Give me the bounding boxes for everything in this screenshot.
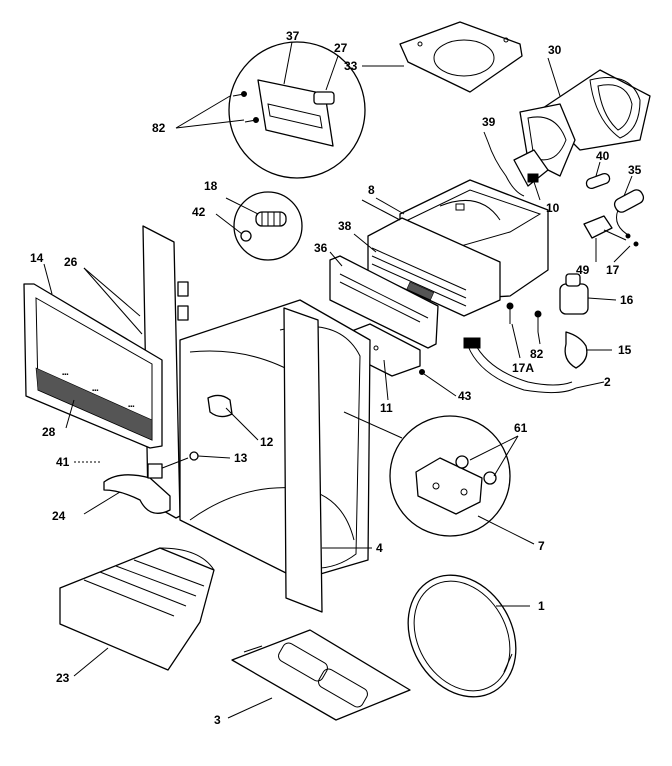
callout-40: 40 — [596, 149, 610, 163]
callout-37: 37 — [286, 29, 300, 43]
callout-30: 30 — [548, 43, 562, 57]
detail-circle-spring — [233, 191, 303, 261]
callout-27: 27 — [334, 41, 348, 55]
callout-labels: 1 2 3 4 7 8 10 11 12 13 14 15 16 17 17A … — [30, 29, 642, 727]
part-40-lamp — [585, 172, 611, 190]
callout-13: 13 — [234, 451, 248, 465]
svg-text:▪▪▪: ▪▪▪ — [62, 372, 68, 378]
callout-15: 15 — [618, 343, 632, 357]
callout-28: 28 — [42, 425, 56, 439]
callout-7: 7 — [538, 539, 545, 553]
part-35-lamp-socket — [613, 189, 645, 237]
svg-text:▪▪▪: ▪▪▪ — [128, 404, 134, 410]
svg-text:▪▪▪: ▪▪▪ — [92, 388, 98, 394]
part-1-hose — [407, 574, 517, 698]
part-30-air-duct — [519, 69, 651, 177]
callout-12: 12 — [260, 435, 274, 449]
callout-49: 49 — [576, 263, 590, 277]
part-14-front-panel: ▪▪▪ ▪▪▪ ▪▪▪ — [23, 283, 163, 449]
callout-82-b: 82 — [530, 347, 544, 361]
callout-42: 42 — [192, 205, 206, 219]
callout-24: 24 — [52, 509, 66, 523]
part-33-cover-plate — [399, 21, 523, 93]
callout-36: 36 — [314, 241, 328, 255]
callout-82-a: 82 — [152, 121, 166, 135]
callout-2: 2 — [604, 375, 611, 389]
part-3-plate — [231, 629, 411, 721]
callout-11: 11 — [380, 401, 393, 415]
callout-39: 39 — [482, 115, 496, 129]
callout-35: 35 — [628, 163, 642, 177]
callout-23: 23 — [56, 671, 70, 685]
callout-41: 41 — [56, 455, 70, 469]
callout-43: 43 — [458, 389, 472, 403]
callout-10: 10 — [546, 201, 560, 215]
callout-17-a: 17 — [606, 263, 620, 277]
part-39-wire-actuator — [487, 141, 549, 197]
part-12-actuator — [207, 394, 233, 418]
part-16-solenoid — [559, 273, 589, 315]
callout-38: 38 — [338, 219, 352, 233]
callout-8: 8 — [368, 183, 375, 197]
part-24-lever — [103, 463, 171, 514]
screws — [419, 302, 542, 375]
part-15-bulb — [564, 331, 588, 369]
part-23-drip-tray — [59, 547, 215, 671]
callout-61: 61 — [514, 421, 528, 435]
callout-1: 1 — [538, 599, 545, 613]
part-2-wiring-harness — [463, 337, 577, 394]
callout-14: 14 — [30, 251, 44, 265]
callout-3: 3 — [214, 713, 221, 727]
detail-circle-switch — [389, 415, 511, 537]
callout-16: 16 — [620, 293, 634, 307]
callout-33: 33 — [344, 59, 358, 73]
callout-17a: 17A — [512, 361, 534, 375]
part-49-switch — [583, 215, 639, 247]
callout-18: 18 — [204, 179, 218, 193]
part-36-panel — [329, 255, 439, 349]
callout-26: 26 — [64, 255, 78, 269]
callout-4: 4 — [376, 541, 383, 555]
leader-lines — [43, 41, 633, 719]
